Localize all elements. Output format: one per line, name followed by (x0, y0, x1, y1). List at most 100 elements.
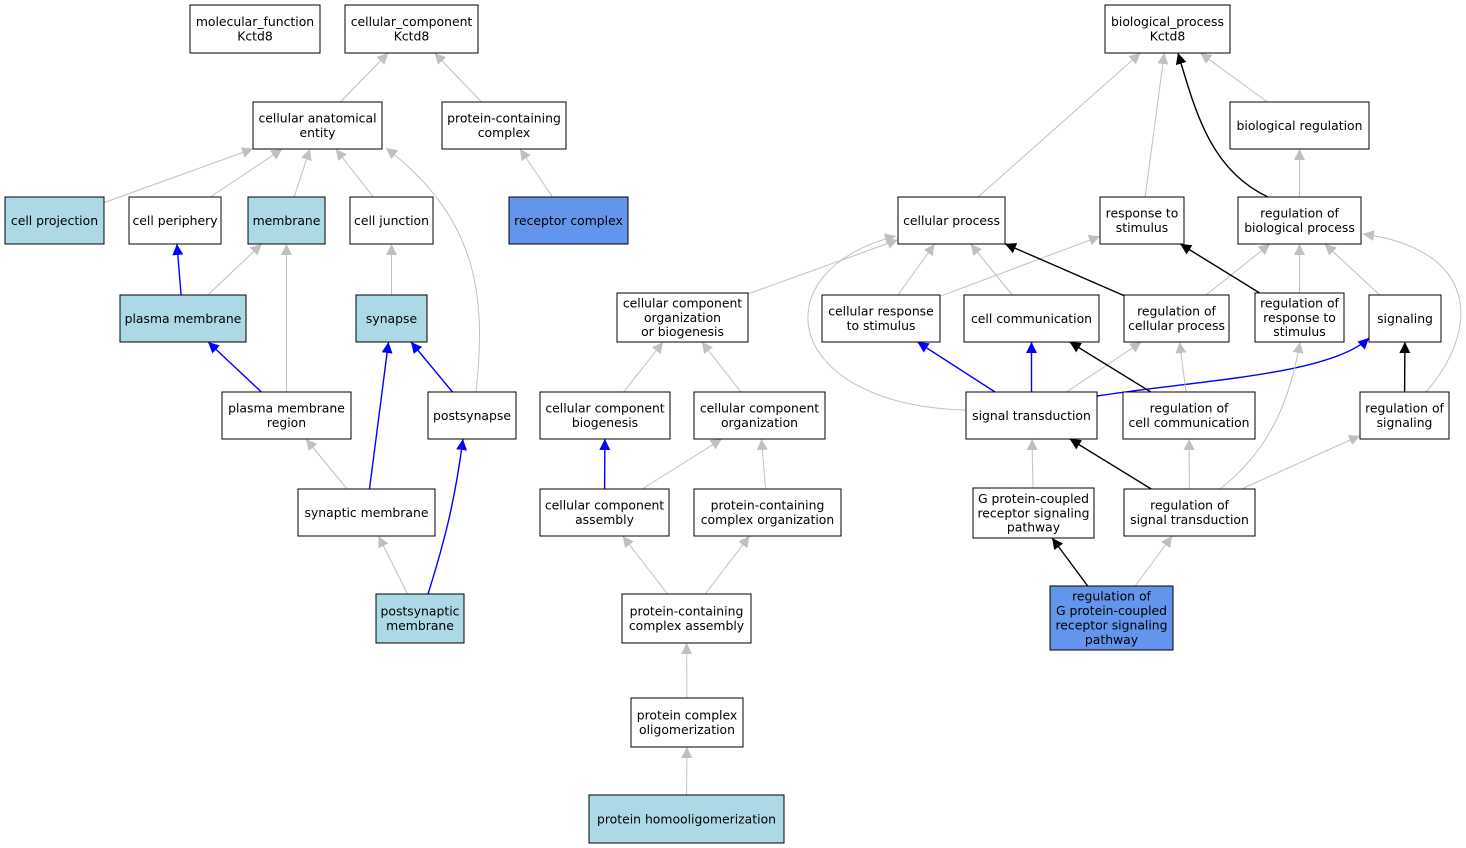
edge-st-to-sig (1096, 337, 1370, 397)
node-box (355, 294, 428, 343)
edge-pcco-to-cco (756, 438, 768, 490)
go-term-node-pho[interactable]: protein homooligomerization (588, 794, 785, 844)
node-box (1123, 488, 1256, 537)
node-label: receptor signaling (1055, 618, 1167, 633)
go-term-node-breg[interactable]: biological regulation (1229, 101, 1370, 150)
go-term-node-cper[interactable]: cell periphery (128, 196, 222, 245)
node-box (247, 196, 326, 245)
node-box (1049, 585, 1174, 651)
node-label: membrane (253, 213, 321, 228)
go-term-node-syn[interactable]: synapse (355, 294, 428, 343)
node-label: biological regulation (1237, 118, 1363, 133)
node-label: Kctd8 (394, 29, 430, 44)
go-term-node-rcx[interactable]: receptor complex (508, 196, 629, 245)
node-label: plasma membrane (228, 401, 345, 416)
edge-st-to-cproc (807, 233, 967, 411)
edge-cae-to-cc (340, 52, 389, 103)
node-label: cellular component (545, 498, 664, 513)
node-box (630, 697, 744, 748)
edge-synm-to-syn (368, 341, 393, 490)
node-box (508, 196, 629, 245)
edge-crs-to-cproc (897, 243, 936, 296)
node-label: regulation of (1365, 401, 1444, 416)
node-label: protein-containing (711, 498, 825, 513)
node-box (4, 196, 105, 245)
edge-rcx-to-pcc (519, 148, 553, 198)
go-term-node-pm[interactable]: plasma membrane (119, 294, 247, 343)
node-box (427, 391, 517, 440)
node-box (1229, 101, 1370, 150)
node-label: cell periphery (132, 213, 217, 228)
node-label: protein complex (637, 708, 738, 723)
node-label: Kctd8 (1150, 29, 1186, 44)
node-label: complex (478, 125, 531, 140)
edge-synm-to-pmr (305, 438, 348, 490)
go-term-node-synm[interactable]: synaptic membrane (297, 488, 436, 537)
go-term-node-cjunc[interactable]: cell junction (349, 196, 434, 245)
node-box (693, 391, 826, 440)
edge-st-to-crs (917, 341, 996, 393)
go-term-node-st[interactable]: signal transduction (965, 391, 1098, 440)
edge-rcp-to-rbp (1205, 243, 1271, 296)
edge-pmr-to-pm (207, 341, 262, 393)
node-label: regulation of (1150, 401, 1229, 416)
node-label: regulation of (1072, 589, 1151, 604)
node-label: signaling (1377, 311, 1433, 326)
go-term-node-cproc[interactable]: cellular process (897, 196, 1006, 245)
node-box (963, 294, 1100, 343)
edge-rst-to-rrs (1219, 341, 1304, 490)
go-term-node-ccom[interactable]: cell communication (963, 294, 1100, 343)
go-term-node-sig[interactable]: signaling (1368, 294, 1442, 343)
node-label: cell junction (354, 213, 429, 228)
node-label: G protein-coupled (1056, 603, 1167, 618)
node-label: protein homooligomerization (597, 811, 776, 826)
node-label: regulation of (1260, 295, 1339, 310)
node-label: or biogenesis (641, 324, 724, 339)
go-term-node-mem[interactable]: membrane (247, 196, 326, 245)
node-label: oligomerization (639, 722, 735, 737)
node-label: entity (300, 125, 336, 140)
edge-mem-to-cae (293, 148, 312, 198)
node-label: cellular response (828, 304, 934, 319)
edge-rst-to-rsig (1241, 435, 1361, 490)
node-box (1099, 196, 1185, 245)
edge-pcc-to-cc (434, 52, 482, 103)
edge-psm-to-psyn (427, 438, 468, 595)
go-term-node-psyn[interactable]: postsynapse (427, 391, 517, 440)
node-box (349, 196, 434, 245)
node-label: pathway (1007, 520, 1060, 535)
node-box (441, 101, 567, 150)
node-box (1122, 391, 1256, 440)
edge-ccom-to-cproc (970, 243, 1013, 296)
edge-breg-to-bp (1200, 52, 1268, 103)
node-label: signal transduction (972, 408, 1091, 423)
node-box (1237, 196, 1362, 245)
go-term-node-cproj[interactable]: cell projection (4, 196, 105, 245)
node-box (189, 4, 321, 54)
